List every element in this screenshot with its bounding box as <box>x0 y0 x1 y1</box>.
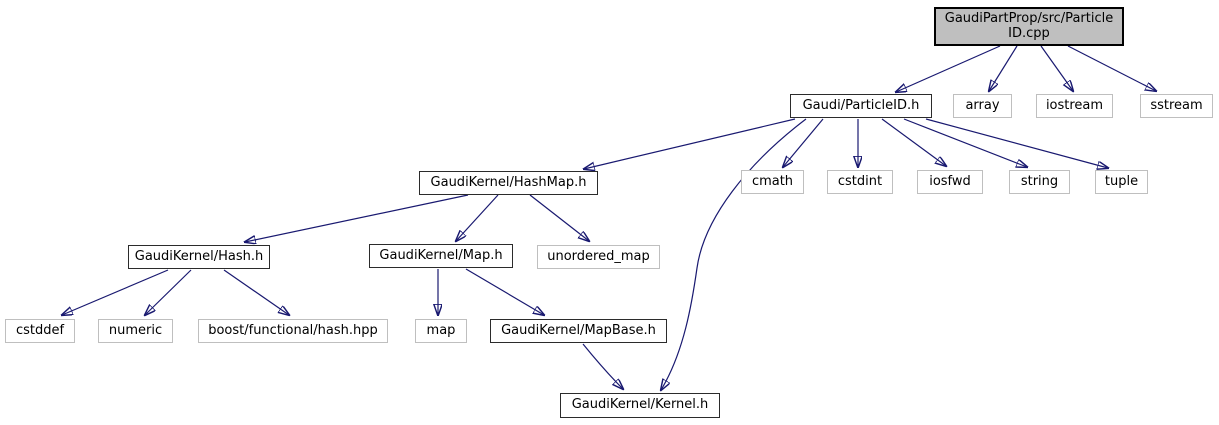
node-label: GaudiPartProp/src/Particle <box>944 10 1114 26</box>
edge-hashmap-unordered <box>529 194 589 241</box>
edge-hash-cstddef <box>62 269 169 315</box>
edge-cpp-array <box>989 45 1018 91</box>
edge-mapbase-kernel <box>582 343 623 389</box>
node-gaudikernel-hash-h[interactable]: GaudiKernel/Hash.h <box>128 245 270 269</box>
node-map: map <box>415 319 467 343</box>
edge-map-mapbase <box>465 268 544 315</box>
edge-cpp-particleid <box>896 45 1001 92</box>
node-unordered-map: unordered_map <box>537 245 660 269</box>
node-iosfwd: iosfwd <box>917 170 983 194</box>
edge-hashmap-map <box>456 194 499 241</box>
edge-hashmap-hash <box>245 194 469 242</box>
edge-particleid-cmath <box>783 118 824 167</box>
node-array: array <box>953 94 1012 118</box>
node-iostream: iostream <box>1036 94 1113 118</box>
edge-cpp-sstream <box>1067 45 1156 91</box>
node-gaudikernel-mapbase-h[interactable]: GaudiKernel/MapBase.h <box>490 319 667 343</box>
node-cmath: cmath <box>741 170 804 194</box>
node-label: ID.cpp <box>1008 25 1050 41</box>
edge-particleid-tuple <box>925 118 1108 168</box>
node-numeric: numeric <box>98 319 173 343</box>
node-gaudikernel-map-h[interactable]: GaudiKernel/Map.h <box>369 244 513 268</box>
edge-particleid-kernel <box>661 118 807 390</box>
edge-particleid-iosfwd <box>881 118 946 166</box>
edge-hash-numeric <box>145 269 192 315</box>
node-gaudipartprop-src-particleid-cpp: GaudiPartProp/src/Particle ID.cpp <box>934 7 1124 46</box>
node-gaudi-particleid-h[interactable]: Gaudi/ParticleID.h <box>790 94 932 118</box>
node-gaudikernel-kernel-h[interactable]: GaudiKernel/Kernel.h <box>560 393 720 418</box>
node-string: string <box>1009 170 1070 194</box>
edge-particleid-string <box>903 118 1027 167</box>
node-cstddef: cstddef <box>5 319 75 343</box>
edge-particleid-hashmap <box>584 118 796 169</box>
edge-hash-boost <box>223 269 289 315</box>
node-gaudikernel-hashmap-h[interactable]: GaudiKernel/HashMap.h <box>419 171 598 195</box>
node-sstream: sstream <box>1140 94 1213 118</box>
node-tuple: tuple <box>1095 170 1148 194</box>
node-cstdint: cstdint <box>827 170 893 194</box>
edge-cpp-iostream <box>1040 45 1073 91</box>
node-boost-functional-hash-hpp: boost/functional/hash.hpp <box>198 319 388 343</box>
